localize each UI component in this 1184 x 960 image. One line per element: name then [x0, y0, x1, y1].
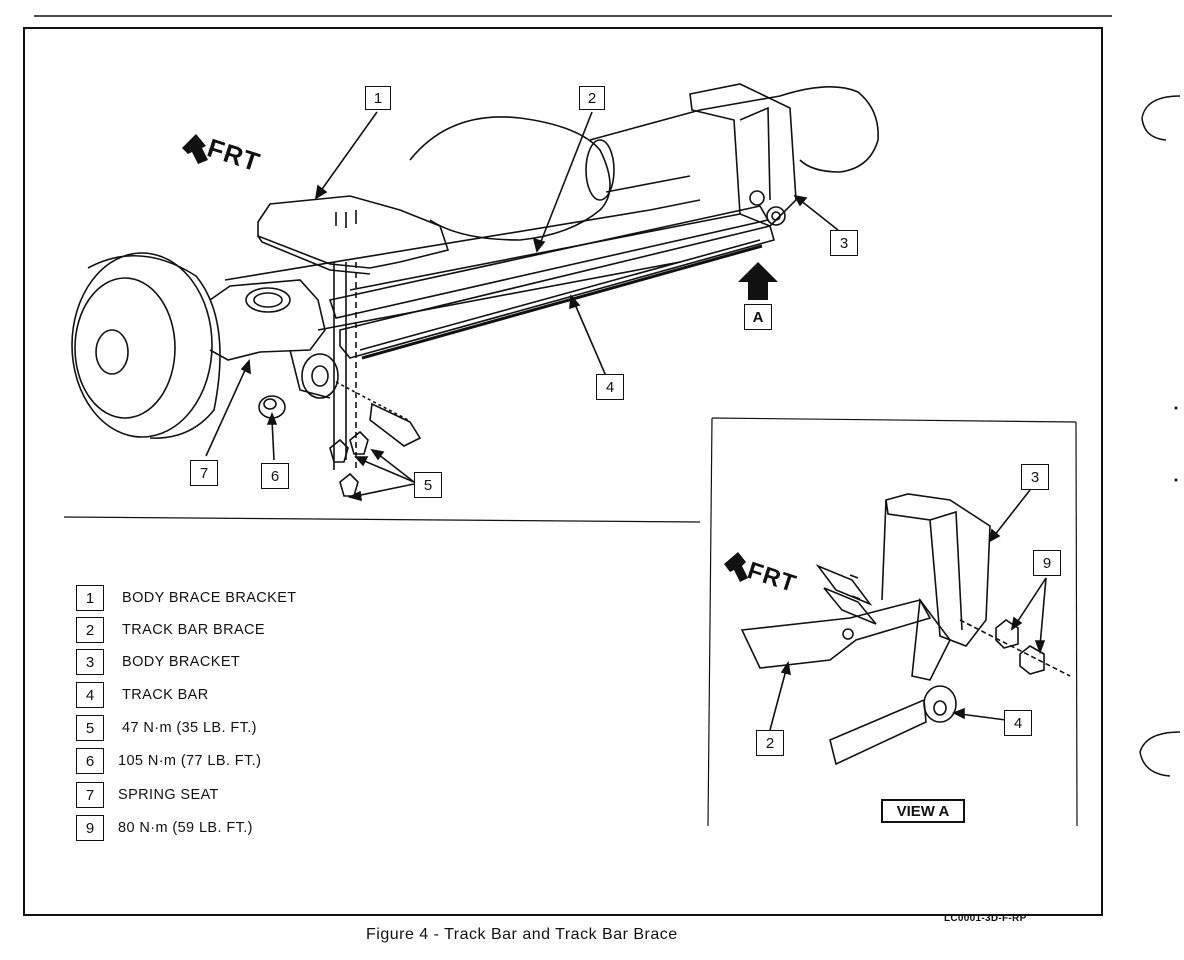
- legend-item: 6 105 N·m (77 LB. FT.): [76, 748, 261, 774]
- legend-number: 3: [76, 649, 104, 675]
- inset-top-edge: [711, 417, 1077, 423]
- legend-number: 4: [76, 682, 104, 708]
- callout-3: 3: [830, 230, 858, 256]
- rear-axle-assembly: [71, 83, 879, 497]
- frt-arrow-main: [182, 134, 208, 164]
- legend-number: 7: [76, 782, 104, 808]
- callout-4: 4: [596, 374, 624, 400]
- legend-item: 2 TRACK BAR BRACE: [76, 617, 265, 643]
- view-a-arrow: [738, 262, 778, 300]
- legend-item: 3 BODY BRACKET: [76, 649, 240, 675]
- inset-assembly: [740, 493, 1071, 766]
- callout-7: 7: [190, 460, 218, 486]
- inset-callout-2: 2: [756, 730, 784, 756]
- legend-item: 4 TRACK BAR: [76, 682, 209, 708]
- inset-right-edge: [1075, 421, 1078, 827]
- legend-number: 1: [76, 585, 104, 611]
- inset-callout-4: 4: [1004, 710, 1032, 736]
- legend-text: 105 N·m (77 LB. FT.): [118, 753, 262, 769]
- legend-text: TRACK BAR BRACE: [122, 622, 265, 638]
- legend-text: 47 N·m (35 LB. FT.): [122, 720, 257, 736]
- brake-drum: [71, 252, 213, 438]
- figure-frame: [23, 27, 1103, 916]
- view-a-marker: A: [744, 304, 772, 330]
- callout-5: 5: [414, 472, 442, 498]
- main-leaders: [205, 111, 839, 502]
- legend-text: TRACK BAR: [122, 687, 209, 703]
- legend-text: SPRING SEAT: [118, 787, 219, 803]
- callout-1: 1: [365, 86, 391, 110]
- legend-item: 5 47 N·m (35 LB. FT.): [76, 715, 257, 741]
- binder-hole-bottom: [1139, 731, 1181, 777]
- legend-item: 7 SPRING SEAT: [76, 782, 219, 808]
- view-a-title: VIEW A: [881, 799, 965, 823]
- legend-item: 9 80 N·m (59 LB. FT.): [76, 815, 253, 841]
- callout-6: 6: [261, 463, 289, 489]
- inset-callout-9: 9: [1033, 550, 1061, 576]
- inset-left-edge: [707, 417, 713, 827]
- frt-arrow-inset: [724, 552, 748, 582]
- legend-number: 2: [76, 617, 104, 643]
- legend-number: 9: [76, 815, 104, 841]
- inset-callout-3: 3: [1021, 464, 1049, 490]
- legend-number: 6: [76, 748, 104, 774]
- legend-text: BODY BRACKET: [122, 654, 241, 670]
- legend-text: 80 N·m (59 LB. FT.): [118, 820, 253, 836]
- binder-hole-top: [1141, 95, 1181, 141]
- callout-2: 2: [579, 86, 605, 110]
- legend-number: 5: [76, 715, 104, 741]
- legend-text: BODY BRACE BRACKET: [122, 590, 297, 606]
- legend-item: 1 BODY BRACE BRACKET: [76, 585, 297, 611]
- drawing-code: LC0001-3D-F-RP: [944, 913, 1027, 924]
- section-divider: [63, 516, 701, 523]
- figure-caption: Figure 4 - Track Bar and Track Bar Brace: [366, 926, 678, 943]
- inset-leaders: [769, 489, 1047, 731]
